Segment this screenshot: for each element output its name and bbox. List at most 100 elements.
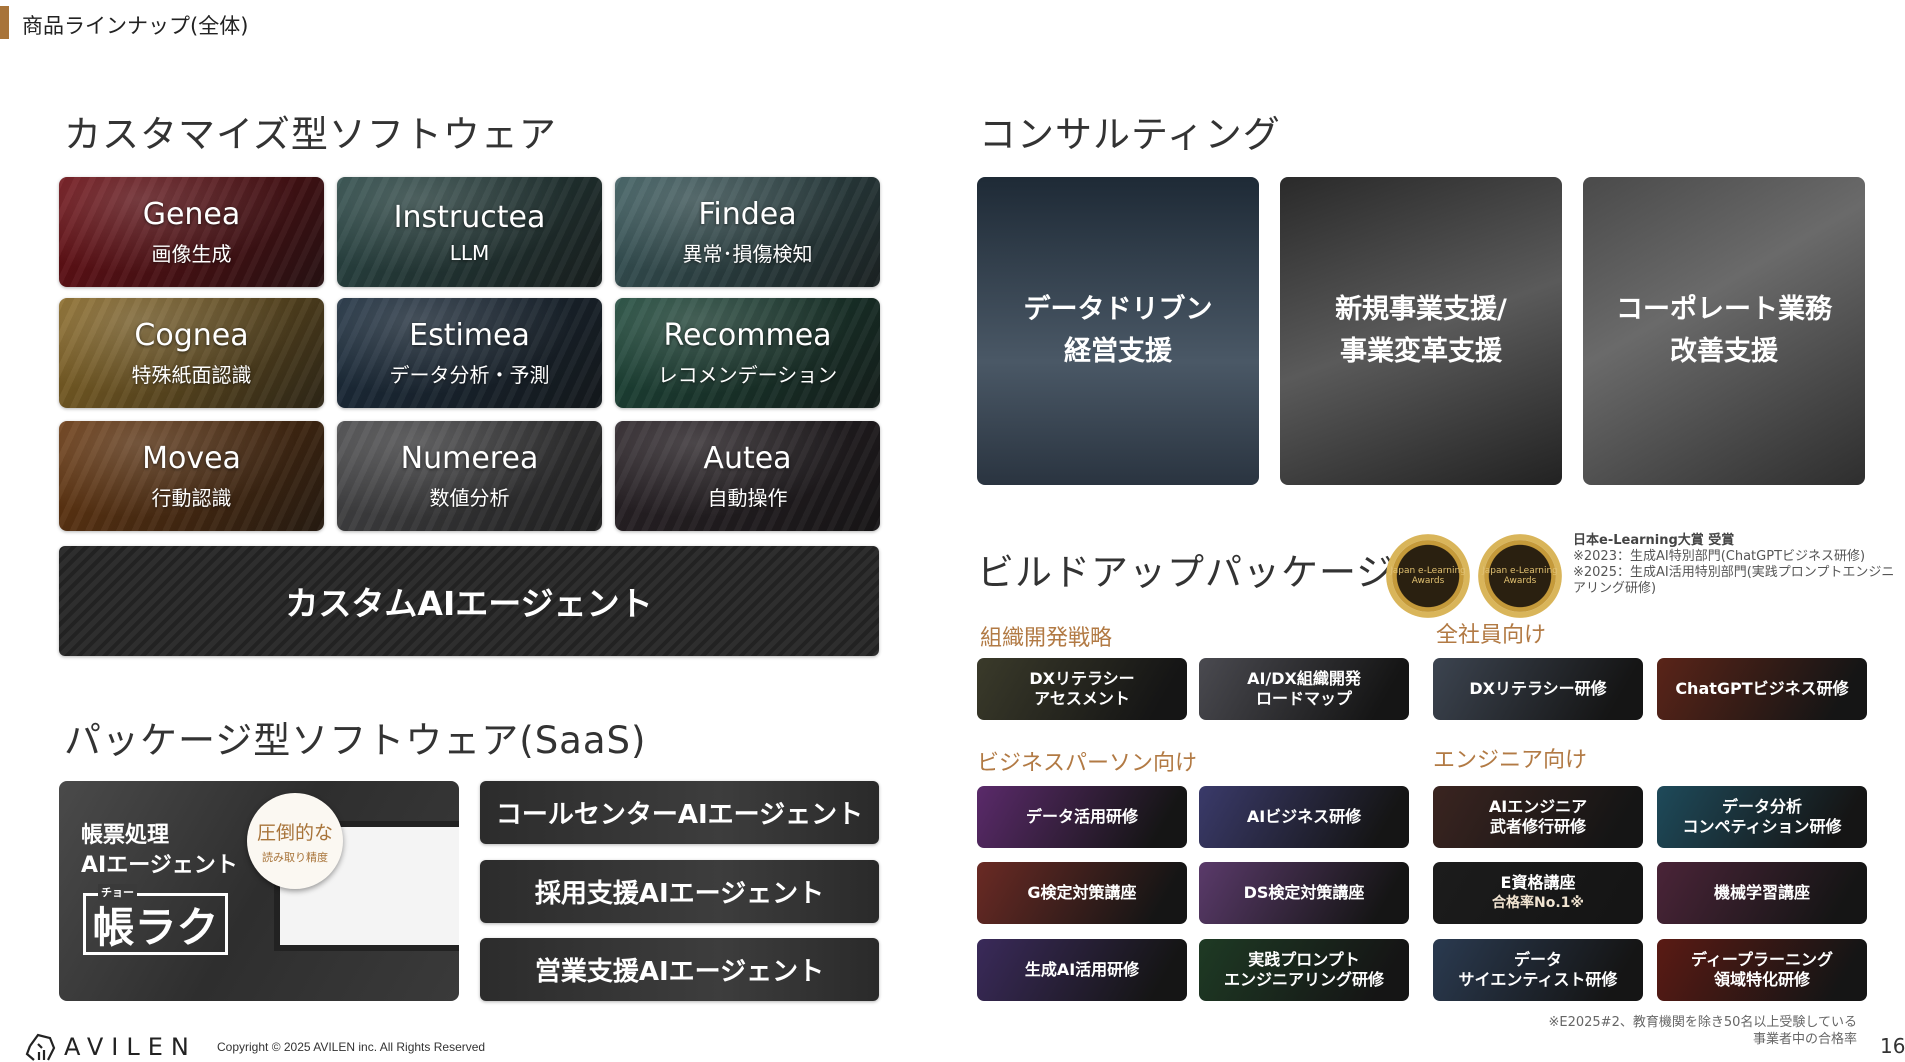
- consulting-card[interactable]: データドリブン経営支援: [977, 177, 1259, 485]
- category-label: エンジニア向け: [1433, 748, 1588, 773]
- package-label: 実践プロンプト: [1248, 950, 1360, 969]
- package-tile[interactable]: DXリテラシーアセスメント: [977, 658, 1187, 720]
- package-tile[interactable]: ChatGPTビジネス研修: [1657, 658, 1867, 720]
- product-name: Estimea: [409, 318, 530, 353]
- badge-line1: 圧倒的な: [256, 821, 333, 844]
- recruiting-agent-bar[interactable]: 採用支援AIエージェント: [480, 860, 879, 923]
- category-label: ビジネスパーソン向け: [977, 751, 1198, 776]
- package-label: DS検定対策講座: [1243, 883, 1365, 902]
- package-label: DXリテラシー: [1029, 669, 1135, 688]
- product-description: レコメンデーション: [657, 363, 838, 387]
- product-name: Movea: [142, 441, 241, 476]
- award-text: 日本e-Learning大賞 受賞 ※2023：生成AI特別部門(ChatGPT…: [1573, 533, 1903, 597]
- package-tile[interactable]: AI/DX組織開発ロードマップ: [1199, 658, 1409, 720]
- package-label: データ: [1513, 950, 1562, 969]
- avilen-lion-icon: [25, 1033, 56, 1061]
- package-tile[interactable]: 機械学習講座: [1657, 862, 1867, 924]
- chorak-card[interactable]: 帳票処理 AIエージェント チョー 帳ラク 圧倒的な 読み取り精度: [59, 781, 459, 1001]
- package-tile[interactable]: ディープラーニング領域特化研修: [1657, 939, 1867, 1001]
- package-tile[interactable]: DS検定対策講座: [1199, 862, 1409, 924]
- package-label: 生成AI活用研修: [1024, 960, 1140, 979]
- award-medal-icon: Japan e-Learning Awards: [1386, 534, 1470, 618]
- product-tile-numerea[interactable]: Numerea 数値分析: [337, 421, 602, 531]
- consulting-line2: 事業変革支援: [1340, 336, 1502, 367]
- buildup-heading: ビルドアップパッケージ: [977, 551, 1395, 594]
- product-name: Findea: [698, 197, 797, 232]
- consulting-card[interactable]: コーポレート業務改善支援: [1583, 177, 1865, 485]
- package-tile[interactable]: データ活用研修: [977, 786, 1187, 848]
- consulting-line1: データドリブン: [1023, 294, 1213, 325]
- package-label: ロードマップ: [1255, 689, 1352, 708]
- package-label: ディープラーニング: [1691, 950, 1833, 969]
- consulting-line2: 改善支援: [1670, 336, 1778, 367]
- product-name: Recommea: [663, 318, 832, 353]
- product-tile-cognea[interactable]: Cognea 特殊紙面認識: [59, 298, 324, 408]
- package-label: AIエンジニア: [1488, 797, 1588, 816]
- category-label: 組織開発戦略: [980, 626, 1113, 651]
- product-name: Numerea: [400, 441, 539, 476]
- chorak-line2: AIエージェント: [81, 853, 238, 878]
- product-tile-genea[interactable]: Genea 画像生成: [59, 177, 324, 287]
- title-accent-bar: [0, 6, 9, 39]
- product-description: 数値分析: [429, 486, 510, 510]
- package-label: アセスメント: [1034, 689, 1130, 708]
- package-label: ChatGPTビジネス研修: [1675, 679, 1849, 698]
- product-tile-autea[interactable]: Autea 自動操作: [615, 421, 880, 531]
- package-sublabel: 合格率No.1※: [1491, 895, 1584, 911]
- product-tile-recommea[interactable]: Recommea レコメンデーション: [615, 298, 880, 408]
- package-label: エンジニアリング研修: [1223, 970, 1384, 989]
- page-number: 16: [1880, 1034, 1905, 1058]
- product-tile-movea[interactable]: Movea 行動認識: [59, 421, 324, 531]
- chorak-logo: チョー 帳ラク: [83, 884, 228, 955]
- sales-agent-bar[interactable]: 営業支援AIエージェント: [480, 938, 879, 1001]
- award-title: 日本e-Learning大賞 受賞: [1573, 533, 1735, 548]
- package-label: データ分析: [1721, 797, 1802, 816]
- custom-ai-agent-banner[interactable]: カスタムAIエージェント: [59, 546, 879, 656]
- footnote: ※E2025#2、教育機関を除き50名以上受験している 事業者中の合格率: [1548, 1014, 1857, 1048]
- package-tile[interactable]: AIビジネス研修: [1199, 786, 1409, 848]
- consulting-heading: コンサルティング: [979, 113, 1281, 156]
- product-name: Genea: [142, 197, 241, 232]
- award-2025: ※2025：生成AI活用特別部門(実践プロンプトエンジニアリング研修): [1573, 565, 1895, 596]
- product-name: Autea: [703, 441, 792, 476]
- callcenter-agent-bar[interactable]: コールセンターAIエージェント: [480, 781, 879, 844]
- consulting-line2: 経営支援: [1064, 336, 1172, 367]
- package-label: 領域特化研修: [1713, 970, 1810, 989]
- chorak-logo-text: 帳ラク: [92, 902, 219, 952]
- product-description: 画像生成: [151, 242, 232, 266]
- award-medal-icon: Japan e-Learning Awards: [1478, 534, 1562, 618]
- product-description: 行動認識: [151, 486, 232, 510]
- package-label: AI/DX組織開発: [1247, 669, 1361, 688]
- accuracy-badge: 圧倒的な 読み取り精度: [247, 793, 343, 889]
- package-tile[interactable]: E資格講座合格率No.1※: [1433, 862, 1643, 924]
- product-tile-estimea[interactable]: Estimea データ分析・予測: [337, 298, 602, 408]
- package-tile[interactable]: 生成AI活用研修: [977, 939, 1187, 1001]
- category-label: 全社員向け: [1436, 623, 1547, 648]
- package-label: E資格講座: [1500, 873, 1576, 892]
- product-description: LLM: [449, 240, 490, 265]
- slide-title: 商品ラインナップ(全体): [22, 14, 249, 38]
- consulting-card[interactable]: 新規事業支援/事業変革支援: [1280, 177, 1562, 485]
- chorak-ruby: チョー: [98, 884, 137, 900]
- package-label: データ活用研修: [1025, 807, 1138, 826]
- package-label: 武者修行研修: [1489, 817, 1586, 836]
- package-tile[interactable]: DXリテラシー研修: [1433, 658, 1643, 720]
- package-tile[interactable]: データサイエンティスト研修: [1433, 939, 1643, 1001]
- product-description: データ分析・予測: [389, 363, 550, 387]
- package-tile[interactable]: データ分析コンペティション研修: [1657, 786, 1867, 848]
- footnote-line1: ※E2025#2、教育機関を除き50名以上受験している: [1548, 1015, 1857, 1030]
- product-description: 特殊紙面認識: [131, 363, 252, 387]
- package-tile[interactable]: 実践プロンプトエンジニアリング研修: [1199, 939, 1409, 1001]
- package-tile[interactable]: AIエンジニア武者修行研修: [1433, 786, 1643, 848]
- product-name: Cognea: [134, 318, 249, 353]
- consulting-line1: 新規事業支援/: [1335, 294, 1507, 325]
- package-label: AIビジネス研修: [1246, 807, 1362, 826]
- package-tile[interactable]: G検定対策講座: [977, 862, 1187, 924]
- package-label: G検定対策講座: [1027, 883, 1137, 902]
- avilen-wordmark: AVILEN: [64, 1033, 197, 1061]
- product-name: Instructea: [393, 199, 546, 235]
- product-description: 自動操作: [707, 486, 788, 510]
- badge-line2: 読み取り精度: [262, 850, 328, 864]
